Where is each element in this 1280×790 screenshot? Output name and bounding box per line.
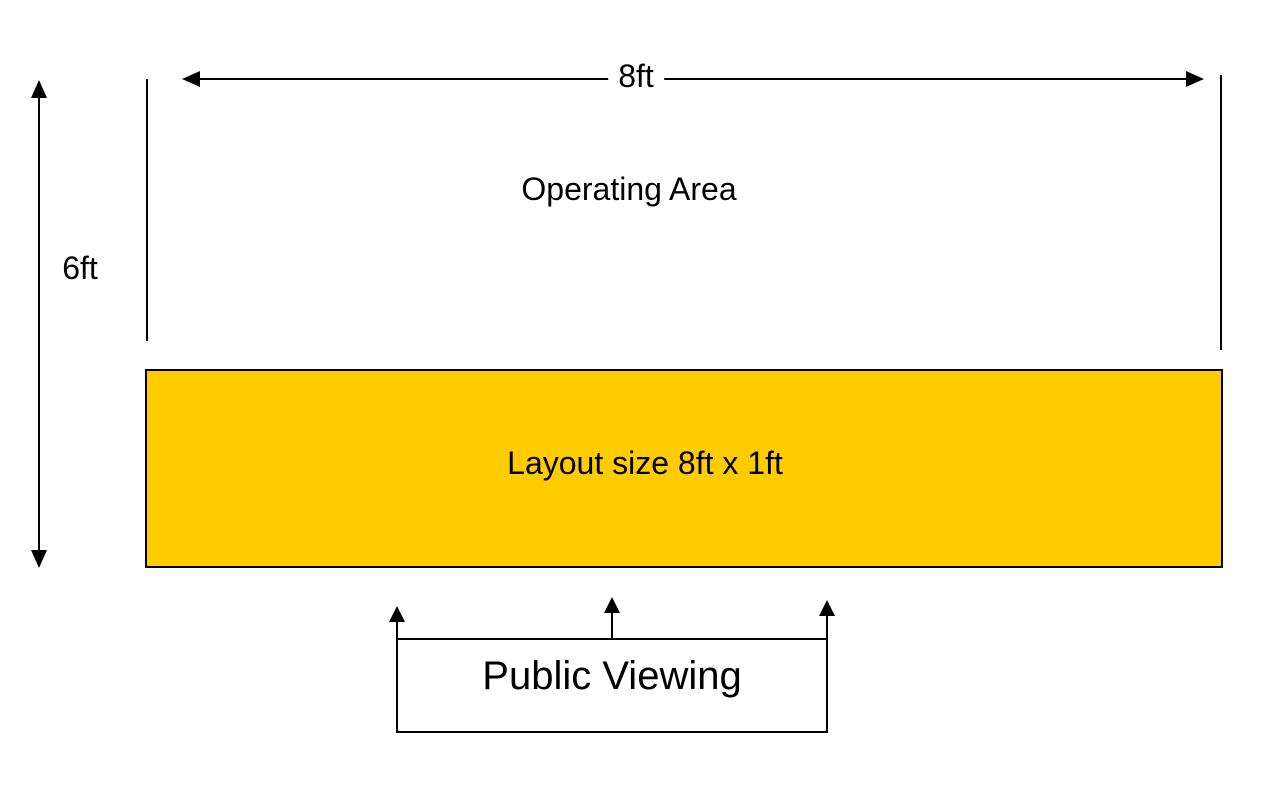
arrowhead-up-icon: [604, 597, 620, 613]
layout-size-label: Layout size 8ft x 1ft: [507, 445, 783, 481]
operating-area-label: Operating Area: [521, 171, 737, 207]
viewing-arrow-left: [389, 606, 405, 639]
width-dimension-arrow: [182, 71, 1204, 87]
viewing-arrow-right: [819, 600, 835, 668]
arrowhead-left-icon: [182, 71, 200, 87]
width-label: 8ft: [608, 60, 664, 92]
viewing-arrow-center: [604, 597, 620, 639]
arrowhead-up-icon: [819, 600, 835, 616]
arrowhead-up-icon: [31, 80, 47, 98]
layout-rectangle: [145, 369, 1223, 568]
arrowhead-down-icon: [31, 550, 47, 568]
height-label: 6ft: [62, 250, 98, 286]
arrowhead-up-icon: [389, 606, 405, 622]
height-dimension-arrow: [31, 80, 47, 568]
public-viewing-box: [396, 638, 828, 733]
arrowhead-right-icon: [1186, 71, 1204, 87]
public-viewing-label: Public Viewing: [482, 654, 742, 698]
